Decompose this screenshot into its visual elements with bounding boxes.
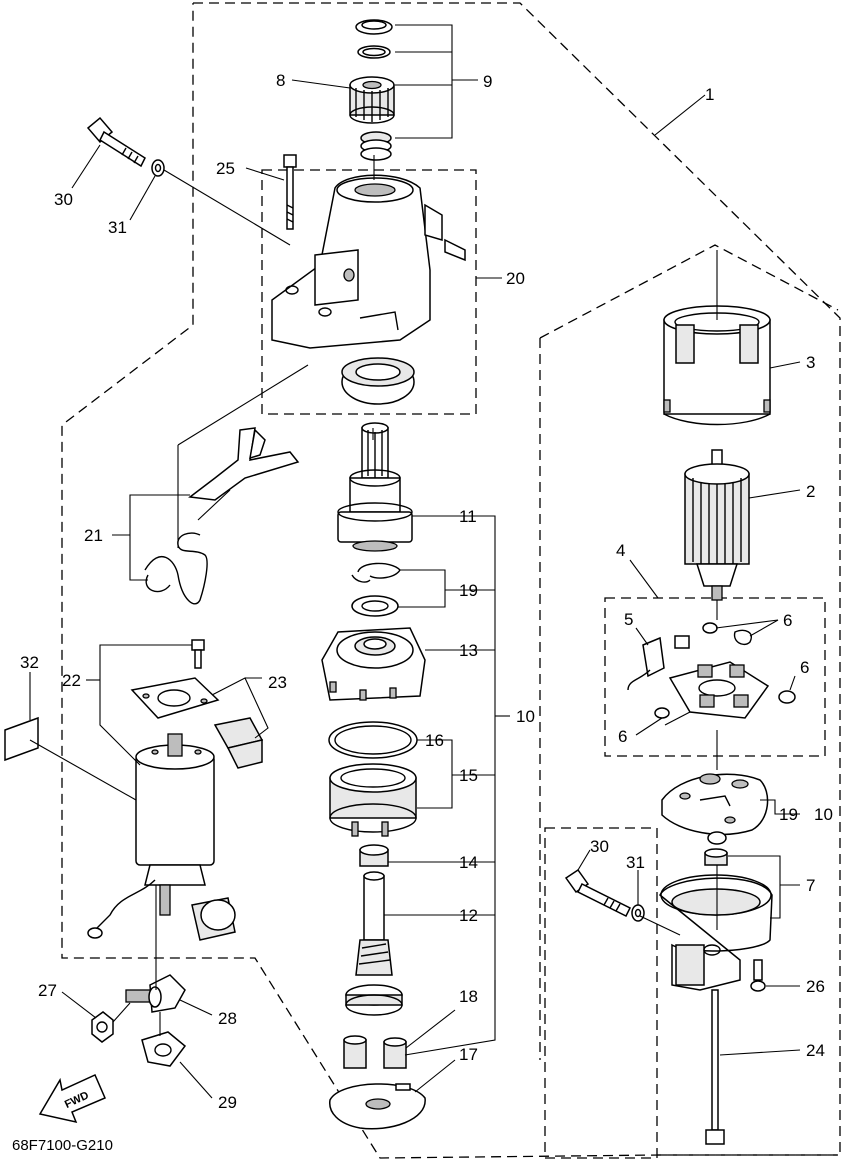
part-22-relay-body <box>87 733 215 939</box>
callout-19-center: 19 <box>459 581 478 600</box>
callout-30-upper: 30 <box>54 190 73 209</box>
part-24-long-bolt <box>705 989 725 1145</box>
part-28-terminal <box>125 974 186 1013</box>
callout-5: 5 <box>624 610 633 629</box>
callout-32: 32 <box>20 653 39 672</box>
group-boundaries <box>61 2 841 1159</box>
part-21-lever-and-spring <box>144 427 300 605</box>
part-20-upper-housing <box>271 174 466 349</box>
part-12-drive-shaft <box>345 871 403 1016</box>
callout-23: 23 <box>268 673 287 692</box>
part-27-nut <box>91 1011 114 1043</box>
part-13-front-cover <box>321 627 426 701</box>
part-22-relay-bolt <box>191 639 205 669</box>
forward-arrow: FWD <box>38 1074 106 1124</box>
callout-10-right: 10 <box>814 805 833 824</box>
part-2-armature <box>684 449 750 601</box>
callout-3: 3 <box>806 353 815 372</box>
callout-12: 12 <box>459 906 478 925</box>
part-18-planet-gears <box>343 1035 407 1069</box>
callout-30-lower: 30 <box>590 837 609 856</box>
callout-20: 20 <box>506 269 525 288</box>
part-7-rear-cover <box>659 848 773 991</box>
part-17-washer-plate <box>329 1083 426 1130</box>
callout-24: 24 <box>806 1041 825 1060</box>
part-8-pinion-gear <box>349 76 395 124</box>
part-19-10-end-plate <box>661 773 769 845</box>
callout-27: 27 <box>38 981 57 1000</box>
callout-29: 29 <box>218 1093 237 1112</box>
callout-22: 22 <box>62 671 81 690</box>
callout-10-center: 10 <box>516 707 535 726</box>
callout-11: 11 <box>459 507 477 526</box>
callout-25: 25 <box>216 159 235 178</box>
callout-18: 18 <box>459 987 478 1006</box>
rubber-cushion <box>191 897 236 941</box>
part-31-washer-lower <box>631 904 645 922</box>
part-29-boot <box>141 1031 187 1067</box>
callout-26: 26 <box>806 977 825 996</box>
callout-14: 14 <box>459 853 478 872</box>
part-26-screw <box>750 959 766 992</box>
end-cover-boundary <box>544 827 658 1159</box>
part-4-brush-holder <box>627 622 796 719</box>
part-25-bolt <box>283 154 297 230</box>
callout-1: 1 <box>705 85 714 104</box>
callout-16: 16 <box>425 731 444 750</box>
brush-holder-boundary <box>604 597 826 757</box>
part-31-washer-upper <box>151 159 165 177</box>
leader-lines <box>29 24 801 1099</box>
callout-8: 8 <box>276 71 285 90</box>
callout-31-lower: 31 <box>626 853 645 872</box>
outer-boundary <box>61 2 841 1159</box>
part-11-shaft-sleeve <box>337 422 413 552</box>
part-3-yoke <box>663 305 771 426</box>
callout-28: 28 <box>218 1009 237 1028</box>
callout-6-a: 6 <box>783 611 792 630</box>
part-15-16-magnet-yoke <box>328 721 418 837</box>
part-14-bushing <box>359 844 389 867</box>
callout-31-upper: 31 <box>108 218 127 237</box>
callout-2: 2 <box>806 482 815 501</box>
part-19-ring-and-washer <box>351 562 401 617</box>
callout-6-c: 6 <box>618 727 627 746</box>
drive-assembly-boundary <box>539 244 839 339</box>
part-30-bolt-lower <box>564 868 632 918</box>
callout-19-right: 19 <box>779 805 798 824</box>
callout-15: 15 <box>459 766 478 785</box>
callout-labels: 1 2 3 4 5 6 6 6 7 8 9 10 10 11 12 13 14 … <box>20 71 833 1112</box>
part-23-plate-and-cushions <box>130 677 264 769</box>
callout-4: 4 <box>616 541 625 560</box>
callout-13: 13 <box>459 641 478 660</box>
figure-code: 68F7100-G210 <box>12 1137 113 1154</box>
callout-17: 17 <box>459 1045 478 1064</box>
callout-7: 7 <box>806 876 815 895</box>
housing-bearing <box>341 357 415 405</box>
clutch-housing-boundary <box>261 169 477 415</box>
part-32-label <box>4 716 39 762</box>
part-30-bolt-upper <box>86 116 146 168</box>
part-9-snap-rings <box>355 19 393 161</box>
callout-9: 9 <box>483 72 492 91</box>
callout-21: 21 <box>84 526 103 545</box>
callout-6-b: 6 <box>800 658 809 677</box>
